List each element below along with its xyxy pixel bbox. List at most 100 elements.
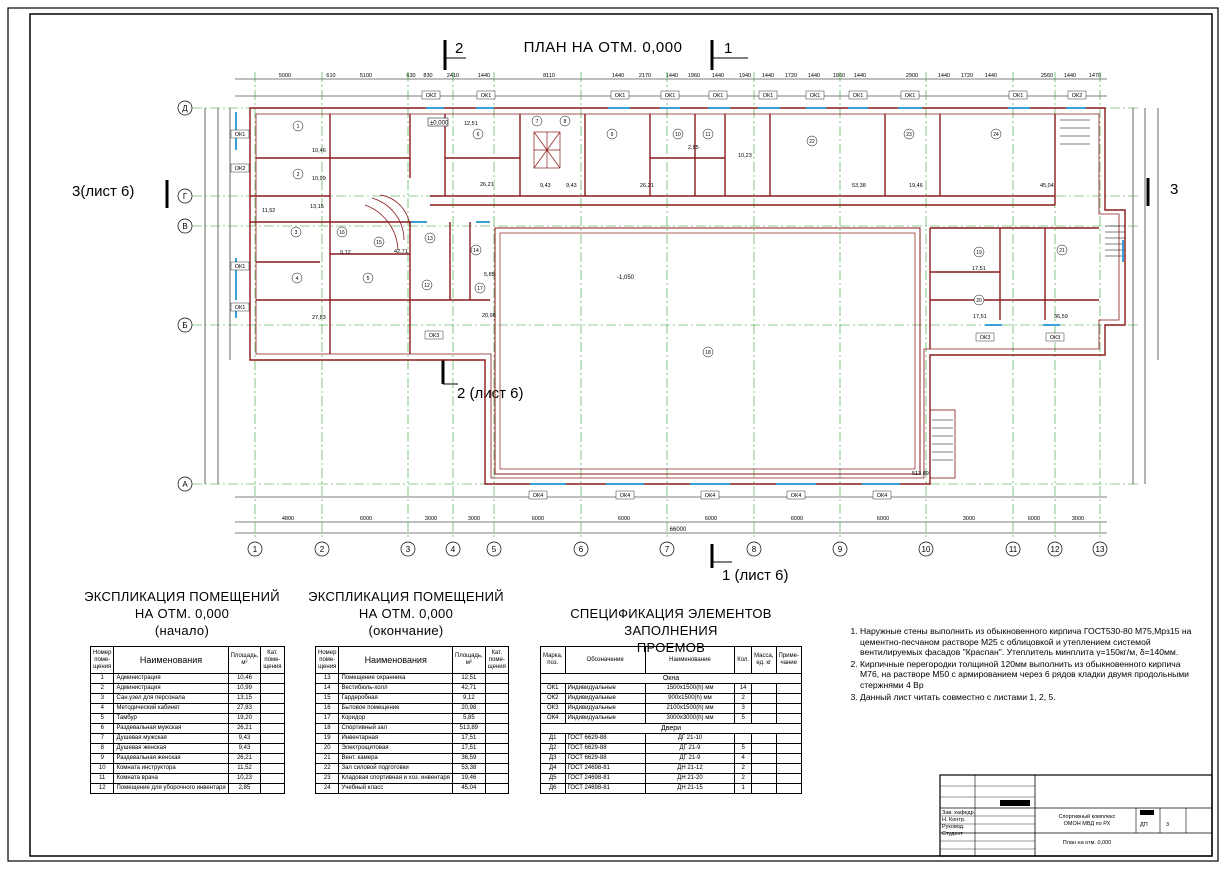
axis-bubble-6 — [573, 541, 589, 557]
axis-bubble-9 — [832, 541, 848, 557]
explication-end-cell — [484, 683, 509, 694]
explication-start-cell: 1 — [89, 673, 115, 684]
window-mark-box-0 — [230, 129, 250, 139]
explication-end-cell: 22 — [314, 763, 340, 774]
windows-layer — [235, 107, 1124, 485]
explication-end-cell: 45,04 — [451, 783, 486, 794]
explication-end-cell: Учебный класс — [338, 783, 453, 794]
axis-number-3: 3 — [406, 545, 411, 554]
window-mark-box-15 — [528, 490, 548, 500]
explication-end-cell — [484, 713, 509, 724]
col-name: Наименование — [644, 646, 736, 674]
overall-width-dim: 66000 — [670, 527, 687, 533]
window-mark-box-21 — [975, 332, 995, 342]
top-dim-24: 1440 — [1064, 73, 1076, 79]
spec-window-cell: 900х1500(h) мм — [644, 693, 736, 704]
window-mark-8: ОК1 — [713, 93, 724, 99]
explication-start-title-line2: НА ОТМ. 0,000 — [134, 606, 230, 621]
spec-door-cell: Д6 — [540, 783, 566, 794]
bottom-dim-4: 6000 — [532, 516, 544, 522]
explication-start-cell — [260, 733, 285, 744]
explication-end-cell: 9,12 — [451, 693, 486, 704]
spec-door-cell: Д3 — [540, 753, 566, 764]
room-number-label-11: 11 — [705, 132, 710, 138]
room-number-label-22: 22 — [809, 139, 815, 145]
top-dim-8: 1440 — [612, 73, 624, 79]
room-number-11 — [702, 128, 714, 140]
stamp-stage: ДП — [1140, 822, 1148, 828]
explication-start-cell: 13,15 — [227, 693, 262, 704]
col-designation: Обозначение — [564, 646, 646, 674]
top-dim-14: 1440 — [762, 73, 774, 79]
spec-window-cell: Индивидуальные — [564, 693, 646, 704]
window-mark-2: ОК1 — [235, 264, 246, 270]
explication-end-cell — [484, 723, 509, 734]
spec-window-cell: ОК4 — [540, 713, 566, 724]
explication-start-header: Номер поме-щения Наименования Площадь, м… — [89, 646, 285, 674]
spec-door-cell — [751, 733, 777, 744]
explication-end-cell — [484, 673, 509, 684]
window-mark-11: ОК1 — [853, 93, 864, 99]
room-number-label-18: 18 — [705, 350, 711, 356]
explication-start-cell: 2 — [89, 683, 115, 694]
col-mark: Марка, поз. — [540, 646, 566, 674]
room-number-17 — [474, 282, 486, 294]
explication-start-cell: 11 — [89, 773, 115, 784]
explication-start-cell — [260, 703, 285, 714]
title-block — [939, 774, 1213, 857]
zero-level-mark: ±0,000 — [430, 121, 449, 127]
explication-start-cell: 12 — [89, 783, 115, 794]
window-mark-13: ОК1 — [1013, 93, 1024, 99]
axis-number-5: 5 — [492, 545, 497, 554]
spec-door-cell — [775, 763, 803, 774]
room-area-7: 26,21 — [640, 183, 654, 189]
spec-window-cell: Индивидуальные — [564, 703, 646, 714]
explication-start-cell — [260, 683, 285, 694]
explication-end-cell — [484, 753, 509, 764]
window-mark-14: ОК2 — [1072, 93, 1083, 99]
spec-door-cell — [775, 773, 803, 784]
explication-end-cell: 12,51 — [451, 673, 486, 684]
axis-number-11: 11 — [1009, 545, 1018, 554]
section-cut-3-left-label: 3(лист 6) — [72, 183, 134, 200]
room-number-19 — [973, 246, 985, 258]
axes-vertical — [254, 72, 1101, 538]
axes-horizontal — [192, 107, 1140, 485]
room-area-14: 20,98 — [482, 313, 496, 319]
window-mark-box-7 — [660, 90, 680, 100]
top-dim-18: 1440 — [854, 73, 866, 79]
axis-letter-В: В — [182, 222, 187, 231]
explication-end-cell — [484, 733, 509, 744]
room-area-10: 2,85 — [688, 145, 699, 151]
window-mark-20: ОК3 — [1050, 335, 1061, 341]
col-room-number: Номер поме-щения — [89, 646, 115, 674]
bottom-dim-6: 6000 — [705, 516, 717, 522]
spec-window-cell — [775, 713, 803, 724]
spec-door-cell: ДГ 21-9 — [644, 743, 736, 754]
room-number-label-1: 1 — [297, 124, 300, 130]
window-mark-box-6 — [610, 90, 630, 100]
axis-bubble-2 — [314, 541, 330, 557]
top-dim-15: 1720 — [785, 73, 797, 79]
axis-letter-А: А — [182, 480, 188, 489]
spec-door-cell — [751, 773, 777, 784]
room-area-13: 9,12 — [340, 250, 351, 256]
specification-table: Марка, поз. Обозначение Наименование Кол… — [540, 646, 803, 794]
explication-start-cell — [260, 773, 285, 784]
top-dim-20: 1440 — [938, 73, 950, 79]
explication-end-cell — [484, 783, 509, 794]
